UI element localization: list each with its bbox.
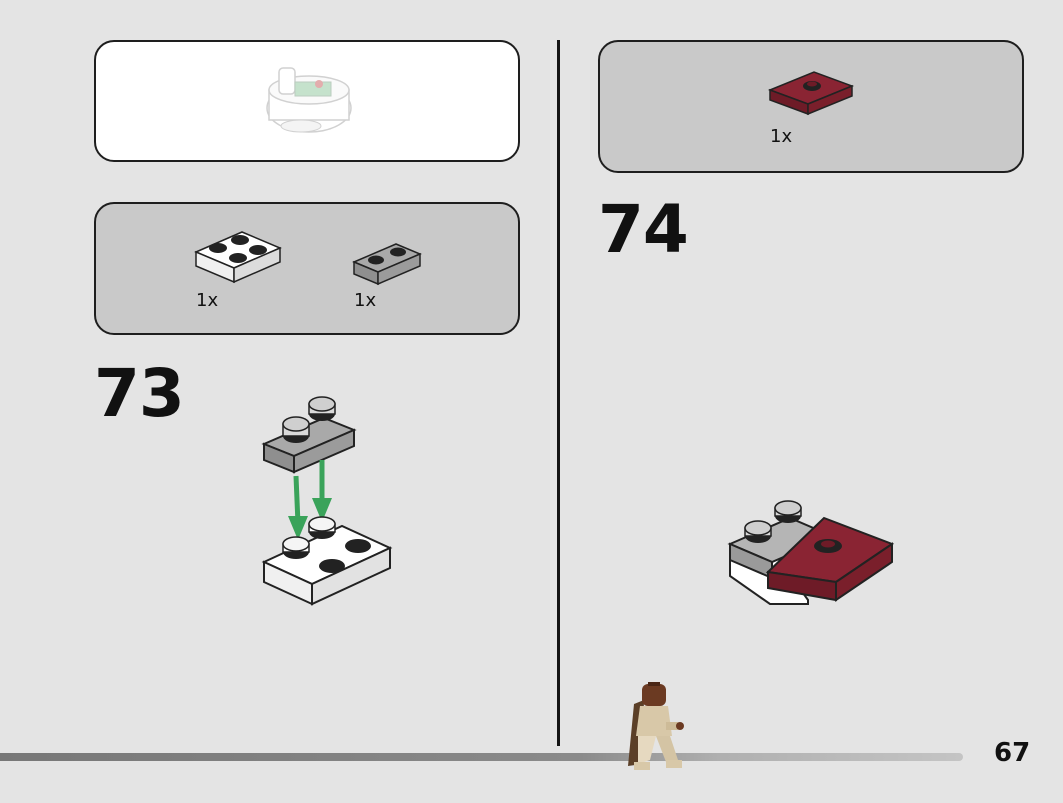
step-74-assembly (727, 500, 895, 605)
minifigure-progress-marker (628, 682, 684, 770)
part-quantity: 1x (770, 126, 793, 147)
parts-list-step-74: 1x (598, 40, 1024, 173)
progress-bar (0, 753, 963, 761)
submodel-preview-panel (94, 40, 520, 162)
down-arrows (288, 460, 332, 540)
grey-1x2-plate-part (352, 243, 422, 286)
white-2x2-plate-part (194, 231, 282, 284)
part-quantity: 1x (354, 290, 377, 311)
parts-list-step-73: 1x 1x (94, 202, 520, 335)
dark-red-2x2-jumper-plate-part (767, 71, 855, 116)
step-73-assembly (261, 396, 393, 606)
submodel-preview-image (266, 67, 352, 133)
step-number-74: 74 (598, 191, 689, 268)
page-number: 67 (994, 738, 1031, 768)
step-number-73: 73 (94, 355, 185, 432)
column-divider (557, 40, 560, 746)
part-quantity: 1x (196, 290, 219, 311)
